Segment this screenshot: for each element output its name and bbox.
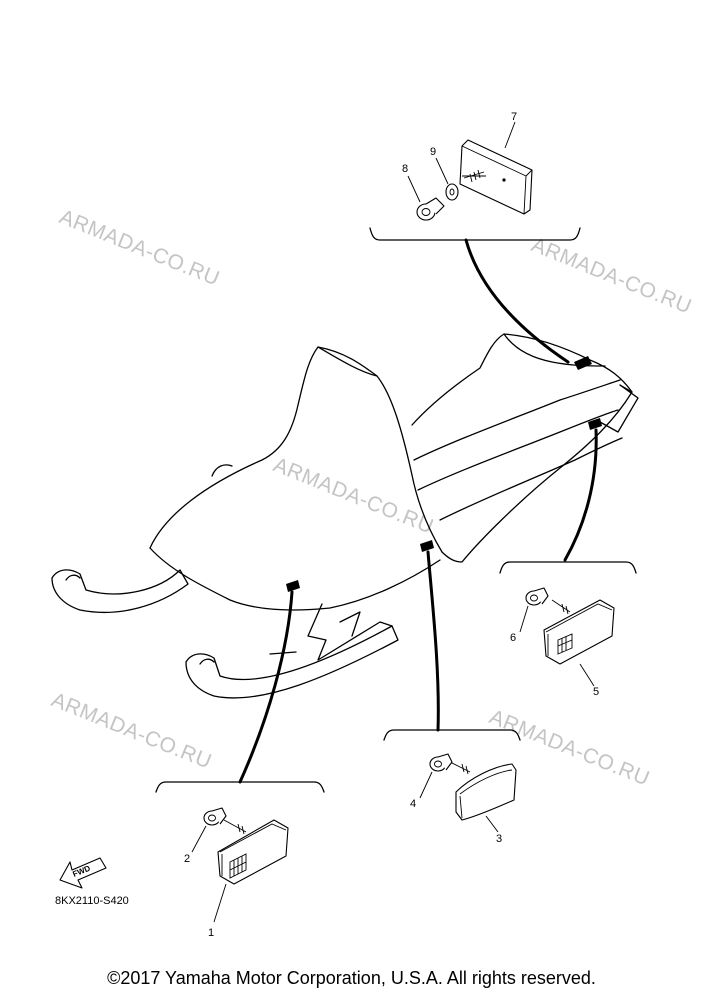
leader-line	[426, 550, 440, 732]
callout-4: 4	[410, 798, 416, 810]
side-reflector-detail-lh	[191, 807, 289, 923]
callout-7: 7	[511, 111, 517, 123]
detail-bracket	[499, 561, 637, 574]
detail-bracket	[155, 781, 325, 793]
side-reflector-detail-center	[419, 753, 517, 833]
callout-6: 6	[510, 632, 516, 644]
watermark: ARMADA-CO.RU	[528, 233, 695, 318]
reflector-3	[455, 763, 517, 821]
callout-5: 5	[593, 686, 599, 698]
reflector-1	[217, 819, 289, 885]
callout-2: 2	[184, 853, 190, 865]
leader-line	[464, 238, 570, 364]
side-reflector-detail-rh	[519, 587, 615, 687]
snowmobile-illustration	[51, 333, 639, 699]
callout-1: 1	[208, 927, 214, 939]
washer-9	[445, 183, 459, 201]
detail-bracket	[383, 729, 521, 741]
callout-9: 9	[430, 146, 436, 158]
callout-3: 3	[496, 833, 502, 845]
watermark: ARMADA-CO.RU	[56, 205, 223, 290]
copyright-notice: ©2017 Yamaha Motor Corporation, U.S.A. A…	[107, 968, 596, 988]
reflector-7	[459, 139, 533, 215]
fwd-arrow-icon: FWD	[59, 857, 107, 889]
callout-8: 8	[402, 163, 408, 175]
leader-line	[563, 428, 598, 562]
leader-line	[238, 590, 294, 784]
reflector-5	[543, 599, 615, 665]
detail-bracket	[369, 227, 581, 241]
watermark: ARMADA-CO.RU	[48, 688, 215, 773]
watermark: ARMADA-CO.RU	[270, 453, 437, 538]
rear-reflector-detail	[407, 121, 533, 221]
reference-code: 8KX2110-S420	[55, 895, 129, 907]
